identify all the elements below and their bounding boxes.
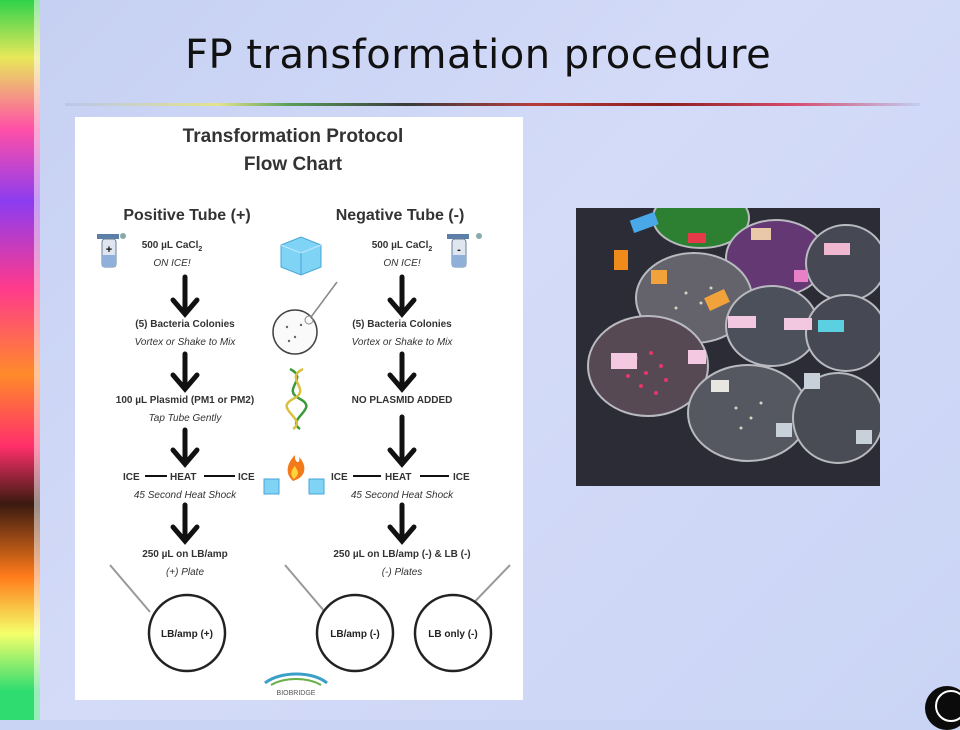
slide: FP transformation procedure Transformati… xyxy=(40,0,960,720)
positive-tube-icon: + xyxy=(97,233,126,268)
ice-cube-small-icon xyxy=(263,478,325,495)
plate-positive-label: 250 µL on LB/amp xyxy=(142,549,228,560)
colonies-negative-note: Vortex or Shake to Mix xyxy=(352,337,454,348)
petri-dish-lb-amp-minus: LB/amp (-) xyxy=(315,593,395,673)
positive-tube-header: Positive Tube (+) xyxy=(123,207,250,224)
svg-text:HEAT: HEAT xyxy=(385,472,411,483)
petri-dish-lb-only-minus: LB only (-) xyxy=(413,593,493,673)
svg-text:+: + xyxy=(106,244,112,256)
heat-shock-negative-note: 45 Second Heat Shock xyxy=(351,490,454,501)
no-plasmid-label: NO PLASMID ADDED xyxy=(352,395,453,406)
svg-text:LB/amp (+): LB/amp (+) xyxy=(161,629,213,640)
colonies-positive-note: Vortex or Shake to Mix xyxy=(135,337,237,348)
flame-icon xyxy=(287,455,305,481)
negative-tube-icon: - xyxy=(447,233,482,268)
svg-text:ICE: ICE xyxy=(453,472,470,483)
corner-decoration-ring xyxy=(935,690,960,722)
cacl2-positive-note: ON ICE! xyxy=(153,258,190,269)
decorative-color-strip xyxy=(0,0,40,720)
ice-cube-icon xyxy=(280,236,322,276)
svg-text:ICE: ICE xyxy=(331,472,348,483)
biobridge-logo: BIOBRIDGE xyxy=(264,672,328,697)
plate-negative-label: 250 µL on LB/amp (-) & LB (-) xyxy=(333,549,470,560)
cacl2-positive-label: 500 µL CaCl2 xyxy=(142,240,203,253)
heat-shock-negative: ICE HEAT ICE xyxy=(331,472,470,483)
heat-shock-positive: ICE HEAT ICE xyxy=(123,472,255,483)
plate-positive-note: (+) Plate xyxy=(166,567,205,578)
flow-arrows xyxy=(170,274,417,545)
dna-helix-icon xyxy=(285,367,308,431)
svg-text:ICE: ICE xyxy=(238,472,255,483)
flowchart-svg: Transformation Protocol Flow Chart Posit… xyxy=(97,126,511,697)
heat-shock-positive-note: 45 Second Heat Shock xyxy=(134,490,237,501)
flowchart-heading-1: Transformation Protocol xyxy=(183,126,404,147)
petri-dish-photo xyxy=(576,208,880,486)
cacl2-negative-label: 500 µL CaCl2 xyxy=(372,240,433,253)
negative-tube-header: Negative Tube (-) xyxy=(336,207,465,224)
inoculation-loop-icon xyxy=(272,281,338,355)
plate-negative-note: (-) Plates xyxy=(382,567,423,578)
plasmid-positive-label: 100 µL Plasmid (PM1 or PM2) xyxy=(116,395,254,406)
petri-dish-lb-amp-plus: LB/amp (+) xyxy=(147,593,227,673)
cacl2-negative-note: ON ICE! xyxy=(383,258,420,269)
svg-text:BIOBRIDGE: BIOBRIDGE xyxy=(277,690,316,697)
svg-text:ICE: ICE xyxy=(123,472,140,483)
colonies-positive-label: (5) Bacteria Colonies xyxy=(135,319,235,330)
title-divider xyxy=(65,103,920,106)
svg-text:LB/amp (-): LB/amp (-) xyxy=(330,629,379,640)
colonies-negative-label: (5) Bacteria Colonies xyxy=(352,319,452,330)
flowchart-heading-2: Flow Chart xyxy=(244,154,343,175)
svg-text:-: - xyxy=(457,244,461,256)
svg-text:LB only (-): LB only (-) xyxy=(428,629,477,640)
flowchart-panel: Transformation Protocol Flow Chart Posit… xyxy=(75,117,523,700)
plasmid-positive-note: Tap Tube Gently xyxy=(149,413,223,424)
petri-dish-photo-svg xyxy=(576,208,880,486)
svg-text:HEAT: HEAT xyxy=(170,472,196,483)
slide-title: FP transformation procedure xyxy=(185,32,772,78)
